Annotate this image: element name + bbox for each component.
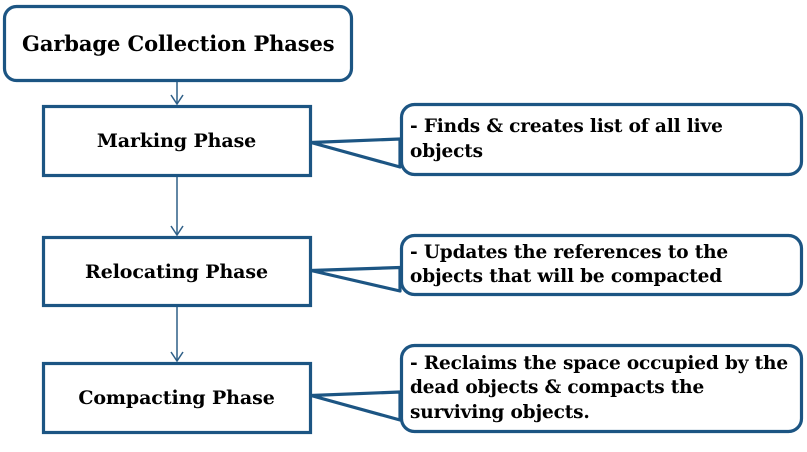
callout-label-relocating: - Updates the references to the objects … bbox=[410, 241, 729, 287]
connector-wedge-compacting bbox=[309, 390, 402, 422]
phase-box-label-compacting: Compacting Phase bbox=[78, 387, 275, 409]
callout-box-compacting-shape bbox=[399, 343, 804, 434]
arrow-relocating-to-compacting bbox=[170, 307, 184, 363]
callout-label-marking: - Finds & creates list of all live objec… bbox=[410, 116, 723, 162]
phase-box-marking-shape bbox=[41, 104, 313, 178]
phase-box-label-marking: Marking Phase bbox=[96, 130, 257, 152]
callout-box-marking-shape bbox=[399, 102, 804, 177]
connector-wedge-marking bbox=[309, 137, 402, 169]
callout-box-relocating-shape bbox=[399, 233, 804, 297]
title-box-shape bbox=[2, 4, 354, 83]
arrow-marking-to-relocating bbox=[170, 177, 184, 237]
phase-box-relocating-shape bbox=[41, 235, 313, 308]
title-box-label: Garbage Collection Phases bbox=[22, 31, 335, 56]
phase-box-label-relocating: Relocating Phase bbox=[85, 260, 268, 283]
arrow-title-to-marking bbox=[170, 82, 184, 106]
phase-box-compacting-shape bbox=[41, 361, 313, 435]
connector-wedge-relocating bbox=[309, 265, 402, 293]
callout-label-compacting: - Reclaims the space occupied by the dea… bbox=[410, 353, 788, 423]
